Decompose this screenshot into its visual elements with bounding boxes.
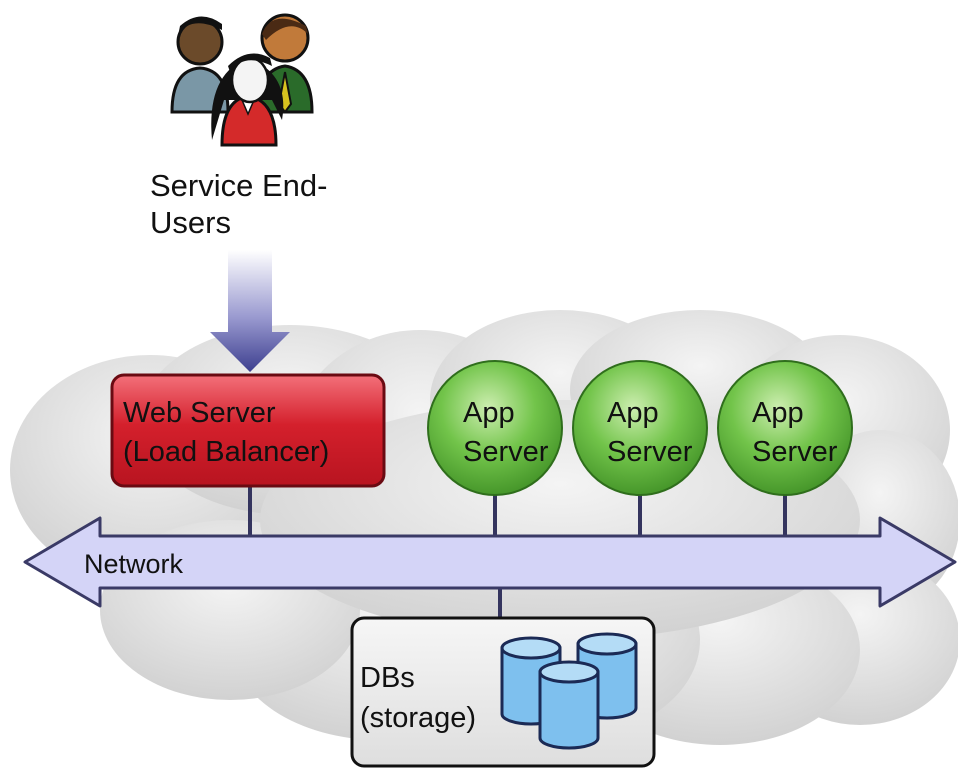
web-server-box <box>110 373 386 488</box>
web-server-label-line2: (Load Balancer) <box>123 436 330 468</box>
db-label-line2: (storage) <box>360 702 477 734</box>
network-arrow <box>23 516 957 608</box>
app-server-3-label-line2: Server <box>752 436 838 468</box>
web-server-label-line1: Web Server <box>123 397 276 429</box>
users-label-line2: Users <box>150 205 231 240</box>
app-server-1-label-line1: App <box>463 397 515 429</box>
network-label: Network <box>84 549 184 579</box>
app-server-1-label-line2: Server <box>463 436 549 468</box>
app-server-circle-3 <box>717 360 853 496</box>
database-cylinders-icon <box>500 632 638 750</box>
users-group-icon <box>170 13 314 147</box>
app-server-circle-1 <box>427 360 563 496</box>
app-server-2-label-line2: Server <box>607 436 693 468</box>
users-label-line1: Service End- <box>150 168 328 203</box>
app-server-2-label-line1: App <box>607 397 659 429</box>
app-server-3-label-line1: App <box>752 397 804 429</box>
app-server-circle-2 <box>572 360 708 496</box>
db-label-line1: DBs <box>360 662 415 694</box>
user-traffic-arrow <box>210 250 290 372</box>
